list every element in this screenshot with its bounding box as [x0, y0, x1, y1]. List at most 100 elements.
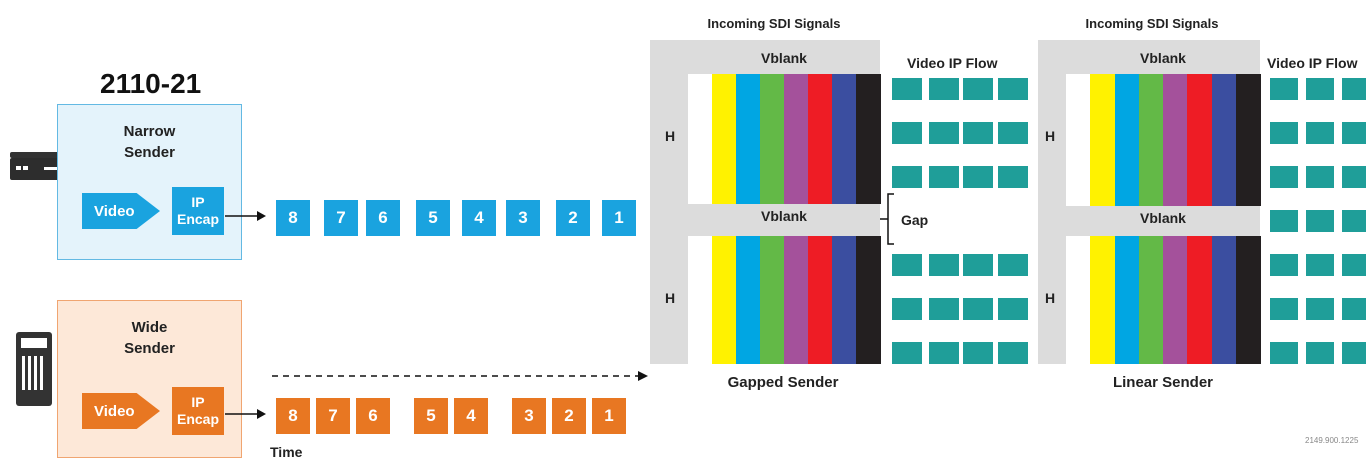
narrow-packet: 4 — [462, 200, 496, 236]
color-bar-stripe — [856, 74, 881, 204]
ip-flow-packet — [963, 298, 993, 320]
color-bar-stripe — [1066, 74, 1091, 206]
color-bar-stripe — [712, 74, 737, 204]
ip-flow-packet — [963, 122, 993, 144]
wide-sender-box: Wide Sender Video IP Encap — [57, 300, 242, 458]
narrow-label-line2: Sender — [124, 144, 175, 161]
ip-flow-packet — [963, 166, 993, 188]
time-dashed-arrow — [272, 371, 648, 381]
linear-vblank-top: Vblank — [1140, 50, 1186, 66]
ip-flow-packet — [1342, 78, 1366, 100]
ip-flow-packet — [1306, 254, 1334, 276]
ip-flow-packet — [1342, 210, 1366, 232]
color-bar-stripe — [1235, 236, 1261, 364]
narrow-encap-line1: IP — [191, 194, 205, 210]
wide-video-label: Video — [94, 402, 135, 420]
gapped-sdi-title: Incoming SDI Signals — [707, 16, 841, 31]
color-bar-stripe — [1187, 74, 1212, 206]
ip-flow-packet — [1342, 254, 1366, 276]
linear-caption: Linear Sender — [1112, 374, 1214, 391]
ip-flow-packet — [929, 342, 959, 364]
narrow-packet: 2 — [556, 200, 590, 236]
ip-flow-packet — [963, 342, 993, 364]
color-bar-stripe — [1090, 236, 1115, 364]
wide-packet: 3 — [512, 398, 546, 434]
color-bar-stripe — [808, 236, 833, 364]
ip-flow-packet — [1270, 122, 1298, 144]
ip-flow-packet — [1270, 298, 1298, 320]
ip-flow-packet — [929, 166, 959, 188]
ip-flow-packet — [929, 298, 959, 320]
ip-flow-packet — [892, 342, 922, 364]
ip-flow-packet — [892, 78, 922, 100]
linear-flow-title: Video IP Flow — [1267, 55, 1358, 71]
ip-flow-packet — [1270, 210, 1298, 232]
ip-flow-packet — [1342, 166, 1366, 188]
ip-flow-packet — [998, 342, 1028, 364]
ip-flow-packet — [963, 254, 993, 276]
color-bar-stripe — [1066, 236, 1091, 364]
wide-output-arrow — [225, 409, 266, 419]
color-bar-stripe — [1114, 74, 1140, 206]
wide-label-line2: Sender — [124, 340, 175, 357]
wide-packet: 7 — [316, 398, 350, 434]
gap-bracket — [880, 193, 894, 245]
narrow-sender-label: Narrow Sender — [58, 121, 241, 163]
linear-sdi-title: Incoming SDI Signals — [1085, 16, 1219, 31]
color-bar-stripe — [688, 236, 713, 364]
wide-packet: 4 — [454, 398, 488, 434]
color-bar-stripe — [784, 236, 809, 364]
gapped-vblank-top: Vblank — [761, 50, 807, 66]
wide-encap-line1: IP — [191, 394, 205, 410]
ip-flow-packet — [892, 298, 922, 320]
ip-flow-packet — [929, 254, 959, 276]
color-bar-stripe — [1211, 74, 1237, 206]
ip-flow-packet — [1306, 210, 1334, 232]
linear-h-top: H — [1045, 128, 1056, 144]
ip-flow-packet — [1342, 298, 1366, 320]
ip-flow-packet — [1306, 122, 1334, 144]
narrow-packet: 6 — [366, 200, 400, 236]
gapped-h-top: H — [665, 128, 676, 144]
wide-label-line1: Wide — [131, 319, 168, 336]
linear-h-bottom: H — [1045, 290, 1056, 306]
color-bar-stripe — [736, 236, 761, 364]
color-bar-stripe — [784, 74, 809, 204]
narrow-label-line1: Narrow — [123, 123, 176, 140]
ip-flow-packet — [1342, 342, 1366, 364]
color-bar-stripe — [1163, 74, 1188, 206]
time-label: Time — [270, 444, 303, 460]
color-bar-stripe — [760, 236, 785, 364]
color-bar-stripe — [1090, 74, 1115, 206]
ip-flow-packet — [998, 122, 1028, 144]
wide-packet: 1 — [592, 398, 626, 434]
wide-packet: 8 — [276, 398, 310, 434]
color-bar-stripe — [1138, 236, 1164, 364]
narrow-packet: 3 — [506, 200, 540, 236]
ip-flow-packet — [929, 122, 959, 144]
ip-flow-packet — [892, 122, 922, 144]
ip-flow-packet — [998, 298, 1028, 320]
narrow-packet: 7 — [324, 200, 358, 236]
wide-packet: 6 — [356, 398, 390, 434]
color-bar-stripe — [688, 74, 713, 204]
color-bar-stripe — [1163, 236, 1188, 364]
color-bar-stripe — [712, 236, 737, 364]
ip-flow-packet — [1306, 342, 1334, 364]
color-bar-stripe — [736, 74, 761, 204]
gapped-caption: Gapped Sender — [727, 374, 839, 391]
narrow-packet: 1 — [602, 200, 636, 236]
gapped-flow-title: Video IP Flow — [907, 55, 998, 71]
narrow-video-arrow: Video — [82, 193, 160, 229]
color-bar-stripe — [1187, 236, 1212, 364]
wide-video-arrow: Video — [82, 393, 160, 429]
color-bar-stripe — [832, 236, 857, 364]
ip-flow-packet — [998, 166, 1028, 188]
color-bar-stripe — [808, 74, 833, 204]
narrow-video-label: Video — [94, 202, 135, 220]
wide-packet: 2 — [552, 398, 586, 434]
ip-flow-packet — [892, 166, 922, 188]
narrow-ip-encap: IP Encap — [172, 187, 224, 235]
ip-flow-packet — [1270, 78, 1298, 100]
diagram-title: 2110-21 — [100, 68, 202, 99]
